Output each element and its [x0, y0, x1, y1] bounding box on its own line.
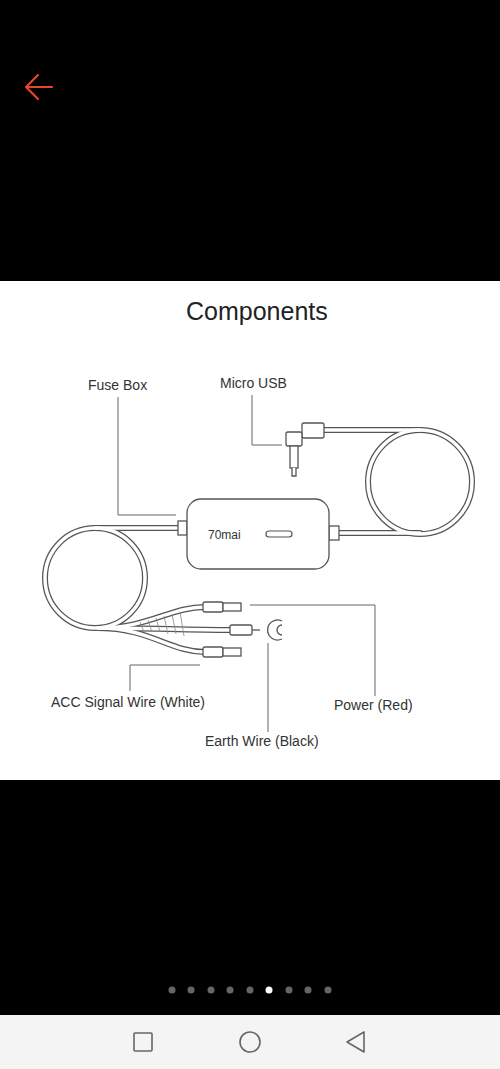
nav-bar [0, 1015, 500, 1069]
wire-terminals [203, 602, 282, 657]
part-label: ACC Signal Wire (White) [51, 694, 205, 710]
fuse-box: 70mai [186, 498, 330, 570]
back-arrow [26, 75, 52, 99]
image-panel [0, 281, 500, 780]
part-label: Micro USB [220, 375, 287, 391]
title: Components [186, 297, 328, 326]
nav-icons [134, 1032, 364, 1052]
fuse-box-outline [186, 498, 330, 570]
part-label: Power (Red) [334, 697, 413, 713]
cables [45, 430, 472, 652]
leader-lines [118, 395, 375, 732]
brand-logo: 70mai [208, 528, 241, 542]
page-dots [169, 987, 332, 994]
micro-usb-plug [286, 423, 324, 476]
part-label: Earth Wire (Black) [205, 733, 319, 749]
part-label: Fuse Box [88, 377, 147, 393]
